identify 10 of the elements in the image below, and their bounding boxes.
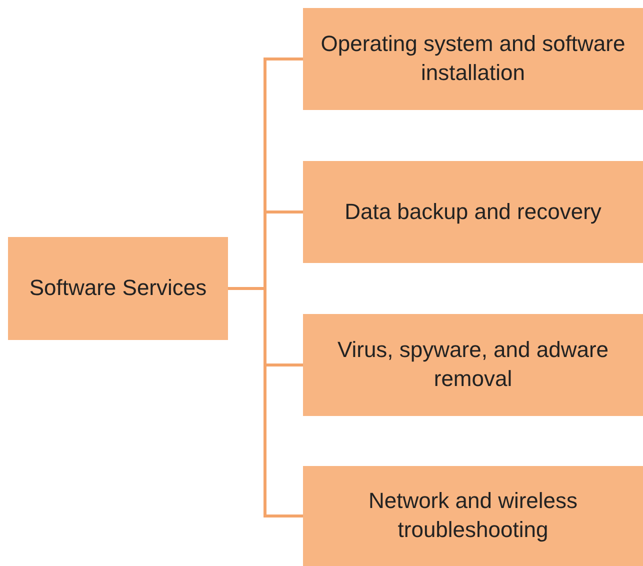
node-label: Software Services bbox=[29, 274, 207, 302]
node-label: Virus, spyware, and adware removal bbox=[336, 336, 610, 393]
service-box bbox=[303, 161, 643, 263]
node-label: Data backup and recovery bbox=[344, 198, 602, 226]
root-box bbox=[8, 237, 228, 340]
service-box bbox=[303, 314, 643, 416]
service-box bbox=[303, 466, 643, 566]
service-box bbox=[303, 8, 643, 110]
node-label: Network and wireless troubleshooting bbox=[367, 487, 579, 544]
node-label: Operating system and software installation bbox=[320, 30, 626, 87]
